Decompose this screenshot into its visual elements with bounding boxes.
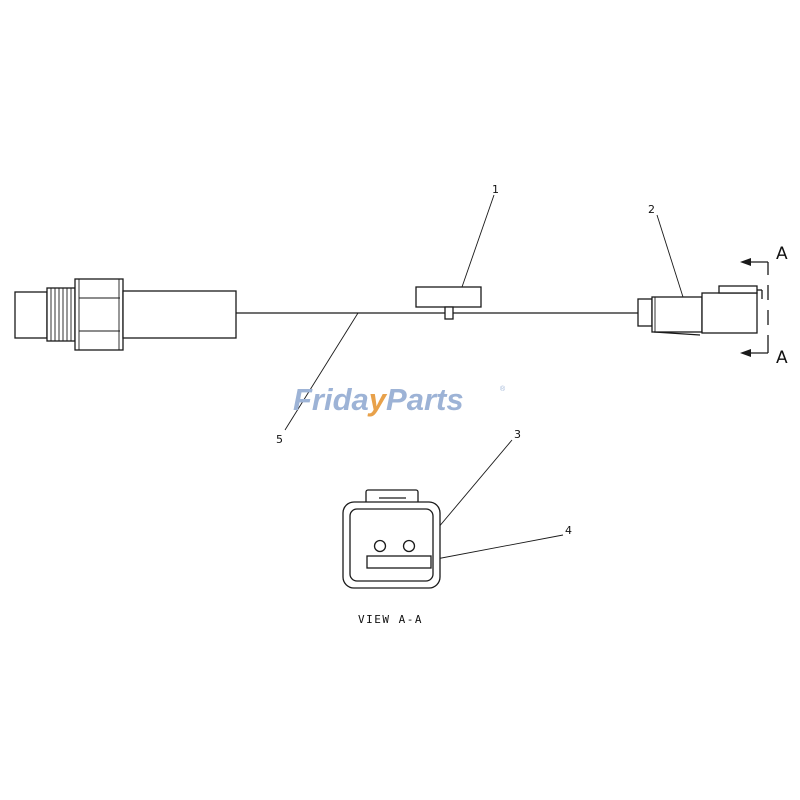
callout-4: 4: [565, 524, 572, 537]
callout-1: 1: [492, 183, 499, 196]
sensor-assembly: [14, 278, 237, 351]
harness-clip: [415, 286, 482, 320]
seal-block: [366, 555, 432, 569]
svg-text:FridayParts: FridayParts: [293, 382, 464, 417]
section-letter-top: A: [776, 244, 788, 264]
watermark-logo: FridayParts ®: [293, 382, 506, 417]
callout-5: 5: [276, 433, 283, 446]
connector-plug: [637, 285, 763, 336]
svg-text:®: ®: [500, 385, 506, 393]
section-cut-marker: A A: [740, 244, 788, 368]
view-a-a-connector-face: [342, 489, 441, 589]
section-letter-bottom: A: [776, 348, 788, 368]
pin-cavity-right: [402, 539, 416, 553]
pin-cavity-left: [373, 539, 387, 553]
callouts: 1 2 5 3 4: [276, 183, 684, 561]
callout-2: 2: [648, 203, 655, 216]
view-label: VIEW A-A: [358, 613, 423, 626]
callout-3: 3: [514, 428, 521, 441]
